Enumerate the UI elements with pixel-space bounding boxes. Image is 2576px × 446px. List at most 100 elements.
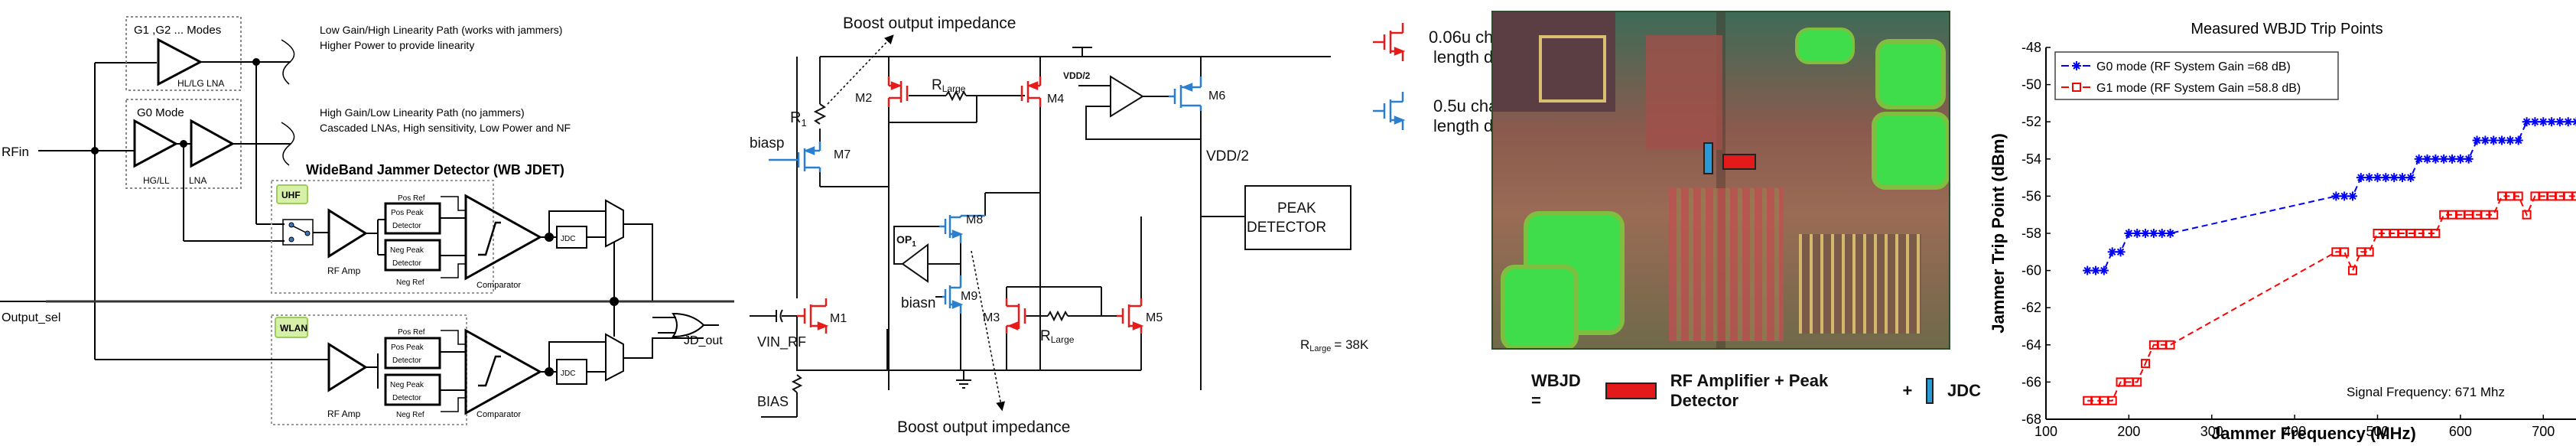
m5-transistor [1117, 298, 1144, 334]
peak-detector-block [1244, 185, 1351, 250]
die-legend-prefix: WBJD = [1531, 371, 1581, 410]
data-point-g0 [2431, 154, 2441, 164]
boost-annotation-top: Boost output impedance [843, 15, 1016, 32]
op1-amp [901, 243, 929, 283]
die-photo [1491, 11, 1950, 350]
trip-point-chart: Measured WBJD Trip Points Jammer Trip Po… [1981, 0, 2576, 443]
legend-red-transistor-icon [1373, 23, 1406, 61]
wlan-comparator [464, 328, 543, 415]
data-point-g0 [2555, 117, 2565, 127]
rlarge-bottom-sub: Large [1051, 334, 1075, 345]
m1-transistor [797, 298, 829, 334]
rf-amp-swatch [1605, 383, 1657, 399]
rlarge-value: = 38K [1334, 337, 1369, 352]
op1-sub: 1 [912, 240, 916, 249]
y-tick-label: -68 [2021, 412, 2041, 427]
lna-g0-amp1 [133, 119, 179, 168]
y-tick-label: -54 [2021, 151, 2041, 167]
y-tick-label: -64 [2021, 337, 2041, 353]
legend-label-0: G0 mode (RF System Gain =68 dB) [2096, 60, 2291, 73]
data-point-g0 [2083, 265, 2093, 275]
uhf-output-mux [605, 199, 624, 248]
data-point-g0 [2099, 265, 2109, 275]
legend-box [2054, 51, 2339, 100]
output-sel-label: Output_sel [2, 311, 60, 324]
data-point-g0 [2381, 173, 2391, 183]
data-point-g1 [2141, 359, 2151, 369]
uhf-comparator-label: Comparator [476, 281, 521, 290]
data-point-g0 [2571, 117, 2576, 127]
series-line-1 [2087, 195, 2576, 402]
m8-transistor [939, 214, 985, 243]
data-point-g0 [2472, 135, 2482, 145]
inductor-left-2 [1501, 265, 1579, 348]
m9-label: M9 [961, 290, 977, 303]
m2-label: M2 [855, 92, 872, 105]
uhf-band-label: UHF [281, 190, 301, 200]
boost-annotation-bottom: Boost output impedance [897, 418, 1071, 436]
m6-transistor [1169, 77, 1202, 111]
inductor-right-2 [1872, 112, 1949, 190]
data-point-g1 [2132, 377, 2142, 387]
svg-text:RLarge: RLarge [932, 77, 966, 94]
wlan-neg-peak-l2: Detector [392, 394, 421, 402]
data-point-g1 [2571, 191, 2576, 201]
vdd2-opamp [1110, 75, 1144, 118]
data-point-g0 [2448, 154, 2457, 164]
data-point-g0 [2373, 173, 2382, 183]
data-point-g0 [2331, 191, 2341, 201]
die-legend: WBJD = RF Amplifier + Peak Detector + JD… [1531, 371, 1981, 411]
jdc-marker [1703, 142, 1713, 174]
boost-arrow-top [827, 34, 894, 105]
data-point-g0 [2455, 154, 2465, 164]
lna-g0-amp1-label: HG/LL [143, 175, 170, 186]
die-photo-panel: WBJD = RF Amplifier + Peak Detector + JD… [1491, 0, 1981, 442]
rf-amp-marker [1722, 154, 1756, 170]
wlan-pos-peak-l1: Pos Peak [391, 343, 424, 352]
y-tick-label: -60 [2021, 263, 2041, 278]
jdc-swatch [1926, 378, 1934, 404]
x-tick-label: 400 [2283, 424, 2306, 439]
rlarge-bottom-label: R [1040, 328, 1051, 344]
data-point-g1 [2107, 396, 2117, 405]
svg-text:RLarge= 38K: RLarge= 38K [1300, 337, 1369, 353]
data-point-g0 [2464, 154, 2474, 164]
lna-g0-amp2 [190, 119, 236, 168]
data-point-g1 [2489, 210, 2499, 220]
data-point-g0 [2522, 117, 2532, 127]
m4-transistor [1020, 77, 1042, 107]
m2-transistor [887, 77, 909, 107]
peak-detector-line1: PEAK [1277, 200, 1316, 216]
rfin-label: RFin [2, 145, 29, 159]
x-tick-label: 300 [2200, 424, 2223, 439]
inductor-top [1795, 28, 1855, 64]
data-point-g0 [2439, 154, 2449, 164]
y-tick-label: -66 [2021, 374, 2041, 389]
op1-label: OP [896, 233, 912, 246]
data-point-g1 [2165, 340, 2175, 350]
data-point-g0 [2148, 229, 2158, 238]
x-tick-label: 500 [2366, 424, 2389, 439]
data-point-g0 [2539, 117, 2548, 127]
uhf-neg-peak-l2: Detector [392, 259, 421, 268]
y-tick-label: -48 [2021, 40, 2041, 55]
data-point-g0 [2405, 173, 2415, 183]
y-tick-label: -58 [2021, 226, 2041, 241]
biasn-label: biasn [901, 295, 935, 311]
wlan-jdc-label: JDC [561, 369, 575, 378]
data-point-g0 [2563, 117, 2573, 127]
uhf-pos-peak-l1: Pos Peak [391, 209, 424, 217]
vin-rf-label: VIN_RF [757, 334, 806, 350]
r1-label: R [790, 109, 801, 126]
lna-top-box [125, 16, 242, 91]
data-point-g0 [2513, 135, 2523, 145]
uhf-band-tag [276, 184, 308, 204]
rlarge-value-r: R [1300, 337, 1309, 352]
m7-label: M7 [834, 148, 851, 161]
data-point-g0 [2389, 173, 2399, 183]
chart-title: Measured WBJD Trip Points [2191, 21, 2382, 37]
rlarge-value-sub: Large [1309, 344, 1331, 353]
wlan-band-tag [275, 317, 308, 338]
data-point-g0 [2364, 173, 2374, 183]
data-point-g0 [2091, 265, 2101, 275]
